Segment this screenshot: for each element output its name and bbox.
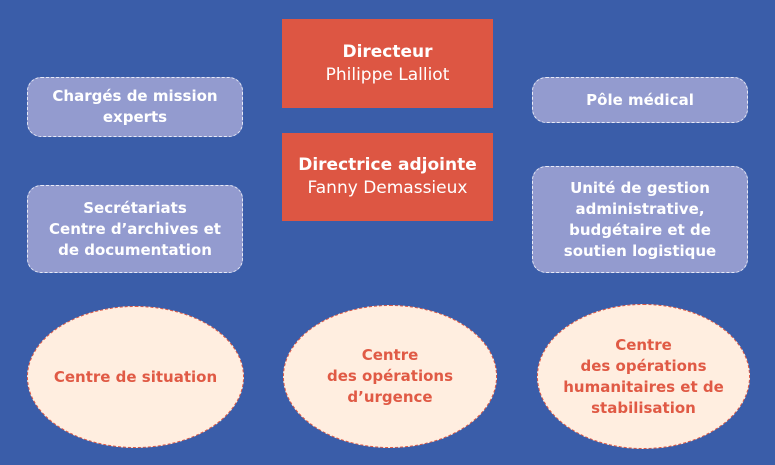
deputy-director-box: Directrice adjointe Fanny Demassieux bbox=[282, 133, 493, 221]
unit-pole-medical: Pôle médical bbox=[532, 77, 748, 123]
unit-line: experts bbox=[102, 108, 168, 126]
unit-line: Centre d’archives et bbox=[49, 219, 221, 238]
unit-charges-de-mission: Chargés de mission experts bbox=[27, 77, 243, 137]
unit-line: Chargés de mission bbox=[52, 87, 218, 105]
director-title: Directeur bbox=[342, 41, 433, 62]
unit-line: Secrétariats bbox=[83, 198, 187, 217]
centre-de-situation: Centre de situation bbox=[27, 306, 244, 448]
centre-line: d’urgence bbox=[347, 388, 433, 406]
centre-operations-urgence: Centre des opérations d’urgence bbox=[283, 305, 497, 448]
centre-line: des opérations bbox=[326, 367, 454, 385]
director-box: Directeur Philippe Lalliot bbox=[282, 19, 493, 108]
centre-line: stabilisation bbox=[591, 398, 696, 417]
deputy-title: Directrice adjointe bbox=[298, 155, 477, 175]
director-name: Philippe Lalliot bbox=[325, 64, 450, 85]
centre-operations-humanitaires: Centre des opérations humanitaires et de… bbox=[537, 304, 750, 449]
unit-line: Unité de gestion bbox=[570, 178, 710, 197]
unit-line: de documentation bbox=[58, 240, 212, 259]
unit-secretariats: Secrétariats Centre d’archives et de doc… bbox=[27, 185, 243, 273]
centre-line: Centre de situation bbox=[53, 367, 218, 386]
deputy-name: Fanny Demassieux bbox=[307, 178, 468, 198]
unit-line: Pôle médical bbox=[586, 90, 694, 109]
unit-line: soutien logistique bbox=[563, 241, 717, 260]
centre-line: des opérations bbox=[580, 356, 707, 375]
unit-gestion-administrative: Unité de gestion administrative, budgéta… bbox=[532, 166, 748, 273]
centre-line: humanitaires et de bbox=[563, 377, 724, 396]
unit-line: budgétaire et de bbox=[569, 220, 711, 239]
centre-line: Centre bbox=[615, 335, 672, 354]
centre-line: Centre bbox=[361, 346, 419, 364]
unit-line: administrative, bbox=[575, 199, 705, 218]
